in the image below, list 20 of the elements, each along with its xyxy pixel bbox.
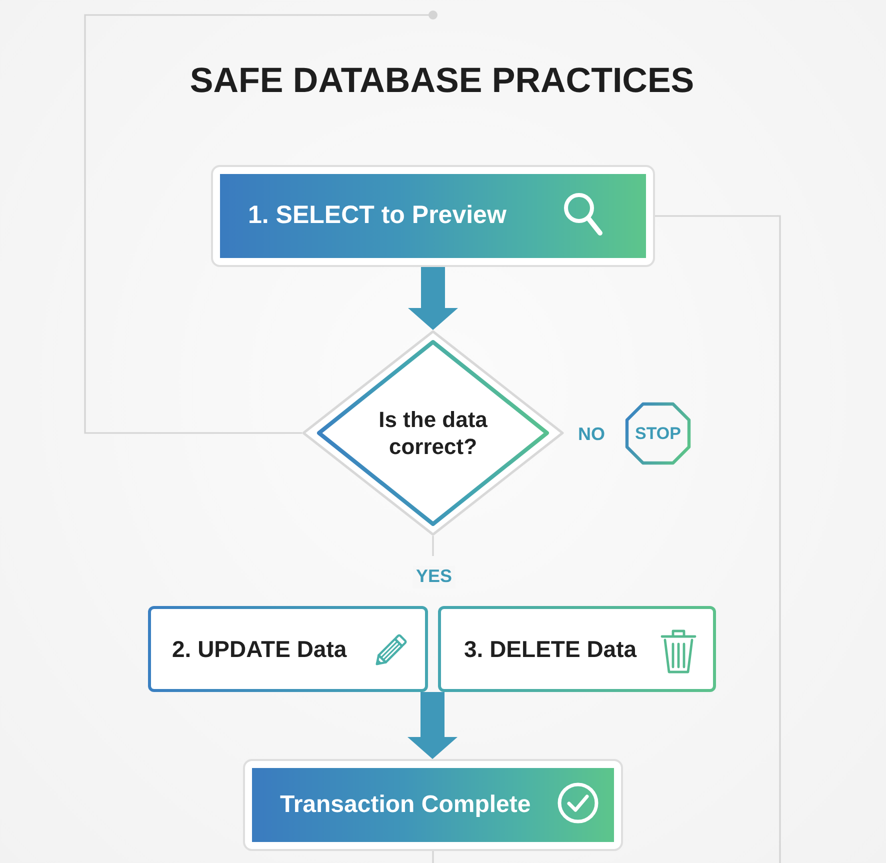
process-box bbox=[211, 165, 655, 267]
connector-line bbox=[655, 215, 781, 863]
branch-label: NO bbox=[578, 424, 605, 446]
stop-sign bbox=[625, 402, 691, 465]
arrow bbox=[408, 692, 458, 759]
process-box bbox=[243, 759, 623, 851]
process-box bbox=[438, 606, 716, 692]
process-box bbox=[148, 606, 428, 692]
node-text: 3. DELETE Data bbox=[464, 634, 637, 664]
connector-line bbox=[432, 851, 434, 863]
title: SAFE DATABASE PRACTICES bbox=[190, 60, 694, 102]
node-text: Is the data correct? bbox=[378, 406, 488, 460]
node-text: Transaction Complete bbox=[280, 790, 531, 820]
arrow bbox=[408, 267, 458, 330]
connector-line bbox=[84, 10, 438, 434]
connector-line bbox=[432, 536, 434, 556]
node-text: 1. SELECT to Preview bbox=[248, 200, 506, 232]
node-text: 2. UPDATE Data bbox=[172, 634, 347, 664]
decision-diamond bbox=[302, 330, 564, 536]
node-text: STOP bbox=[635, 422, 681, 444]
